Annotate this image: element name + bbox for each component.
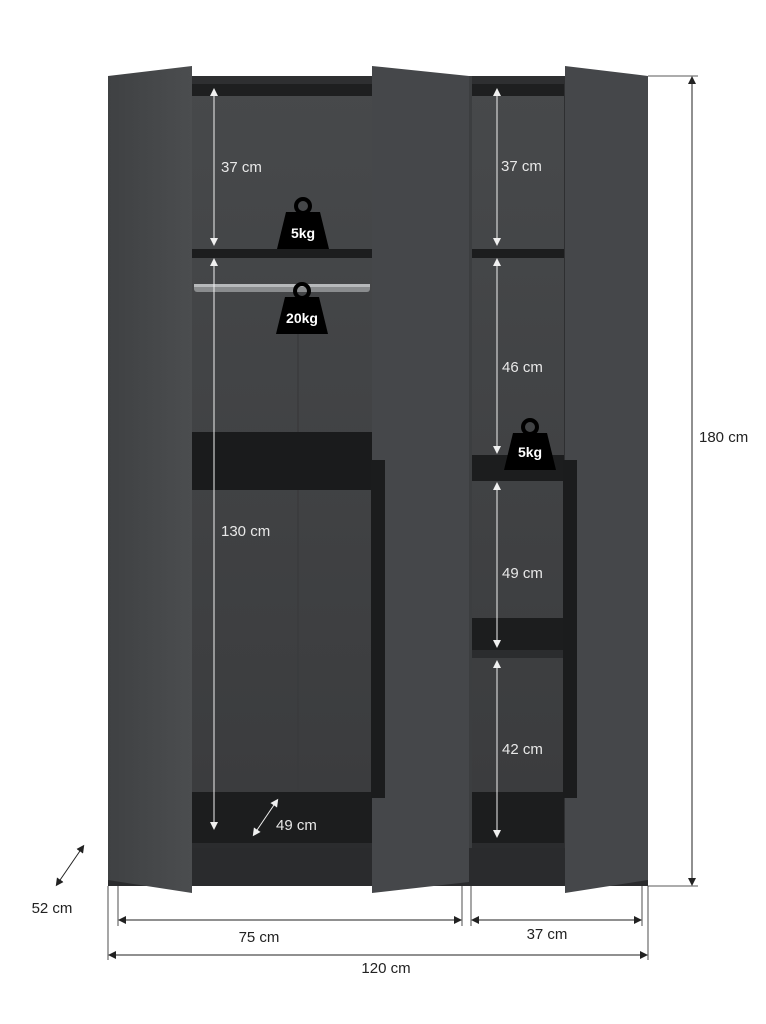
depth-label: 52 cm xyxy=(32,900,73,917)
section-width-dimensions: 75 cm 37 cm xyxy=(117,886,643,946)
overall-height-label: 180 cm xyxy=(699,429,748,446)
right-shelf-4-height-label: 42 cm xyxy=(502,741,543,758)
right-shelf-1 xyxy=(472,249,564,258)
door-right xyxy=(563,66,648,893)
height-dimension: 180 cm xyxy=(648,75,748,887)
overall-width-label: 120 cm xyxy=(361,960,410,977)
left-upper-shelf xyxy=(192,249,372,258)
weight-icon: 5kg xyxy=(504,418,556,470)
weight-icon: 20kg xyxy=(276,282,328,334)
right-shelf-2-height-label: 46 cm xyxy=(502,359,543,376)
right-shelf-1-height-label: 37 cm xyxy=(501,158,542,175)
left-dimensions: 37 cm 130 cm 49 cm xyxy=(210,88,317,837)
left-inner-depth-label: 49 cm xyxy=(276,817,317,834)
depth-dimension: 52 cm xyxy=(32,844,85,917)
left-shelf-load-label: 5kg xyxy=(291,225,315,241)
right-dimensions: 37 cm 46 cm 49 cm 42 cm xyxy=(493,88,543,838)
left-top-shelf-height-label: 37 cm xyxy=(221,159,262,176)
left-hanging-height-label: 130 cm xyxy=(221,523,270,540)
door-middle xyxy=(371,66,469,893)
right-section-width-label: 37 cm xyxy=(527,926,568,943)
weight-icon: 5kg xyxy=(277,197,329,249)
width-dimension: 120 cm xyxy=(107,886,649,977)
right-shelf-load-label: 5kg xyxy=(518,444,542,460)
door-middle-handle xyxy=(371,460,385,798)
door-left xyxy=(108,66,192,893)
door-right-handle xyxy=(563,460,577,798)
right-shelf-3-height-label: 49 cm xyxy=(502,565,543,582)
rail-load-label: 20kg xyxy=(286,310,318,326)
left-section-width-label: 75 cm xyxy=(239,929,280,946)
